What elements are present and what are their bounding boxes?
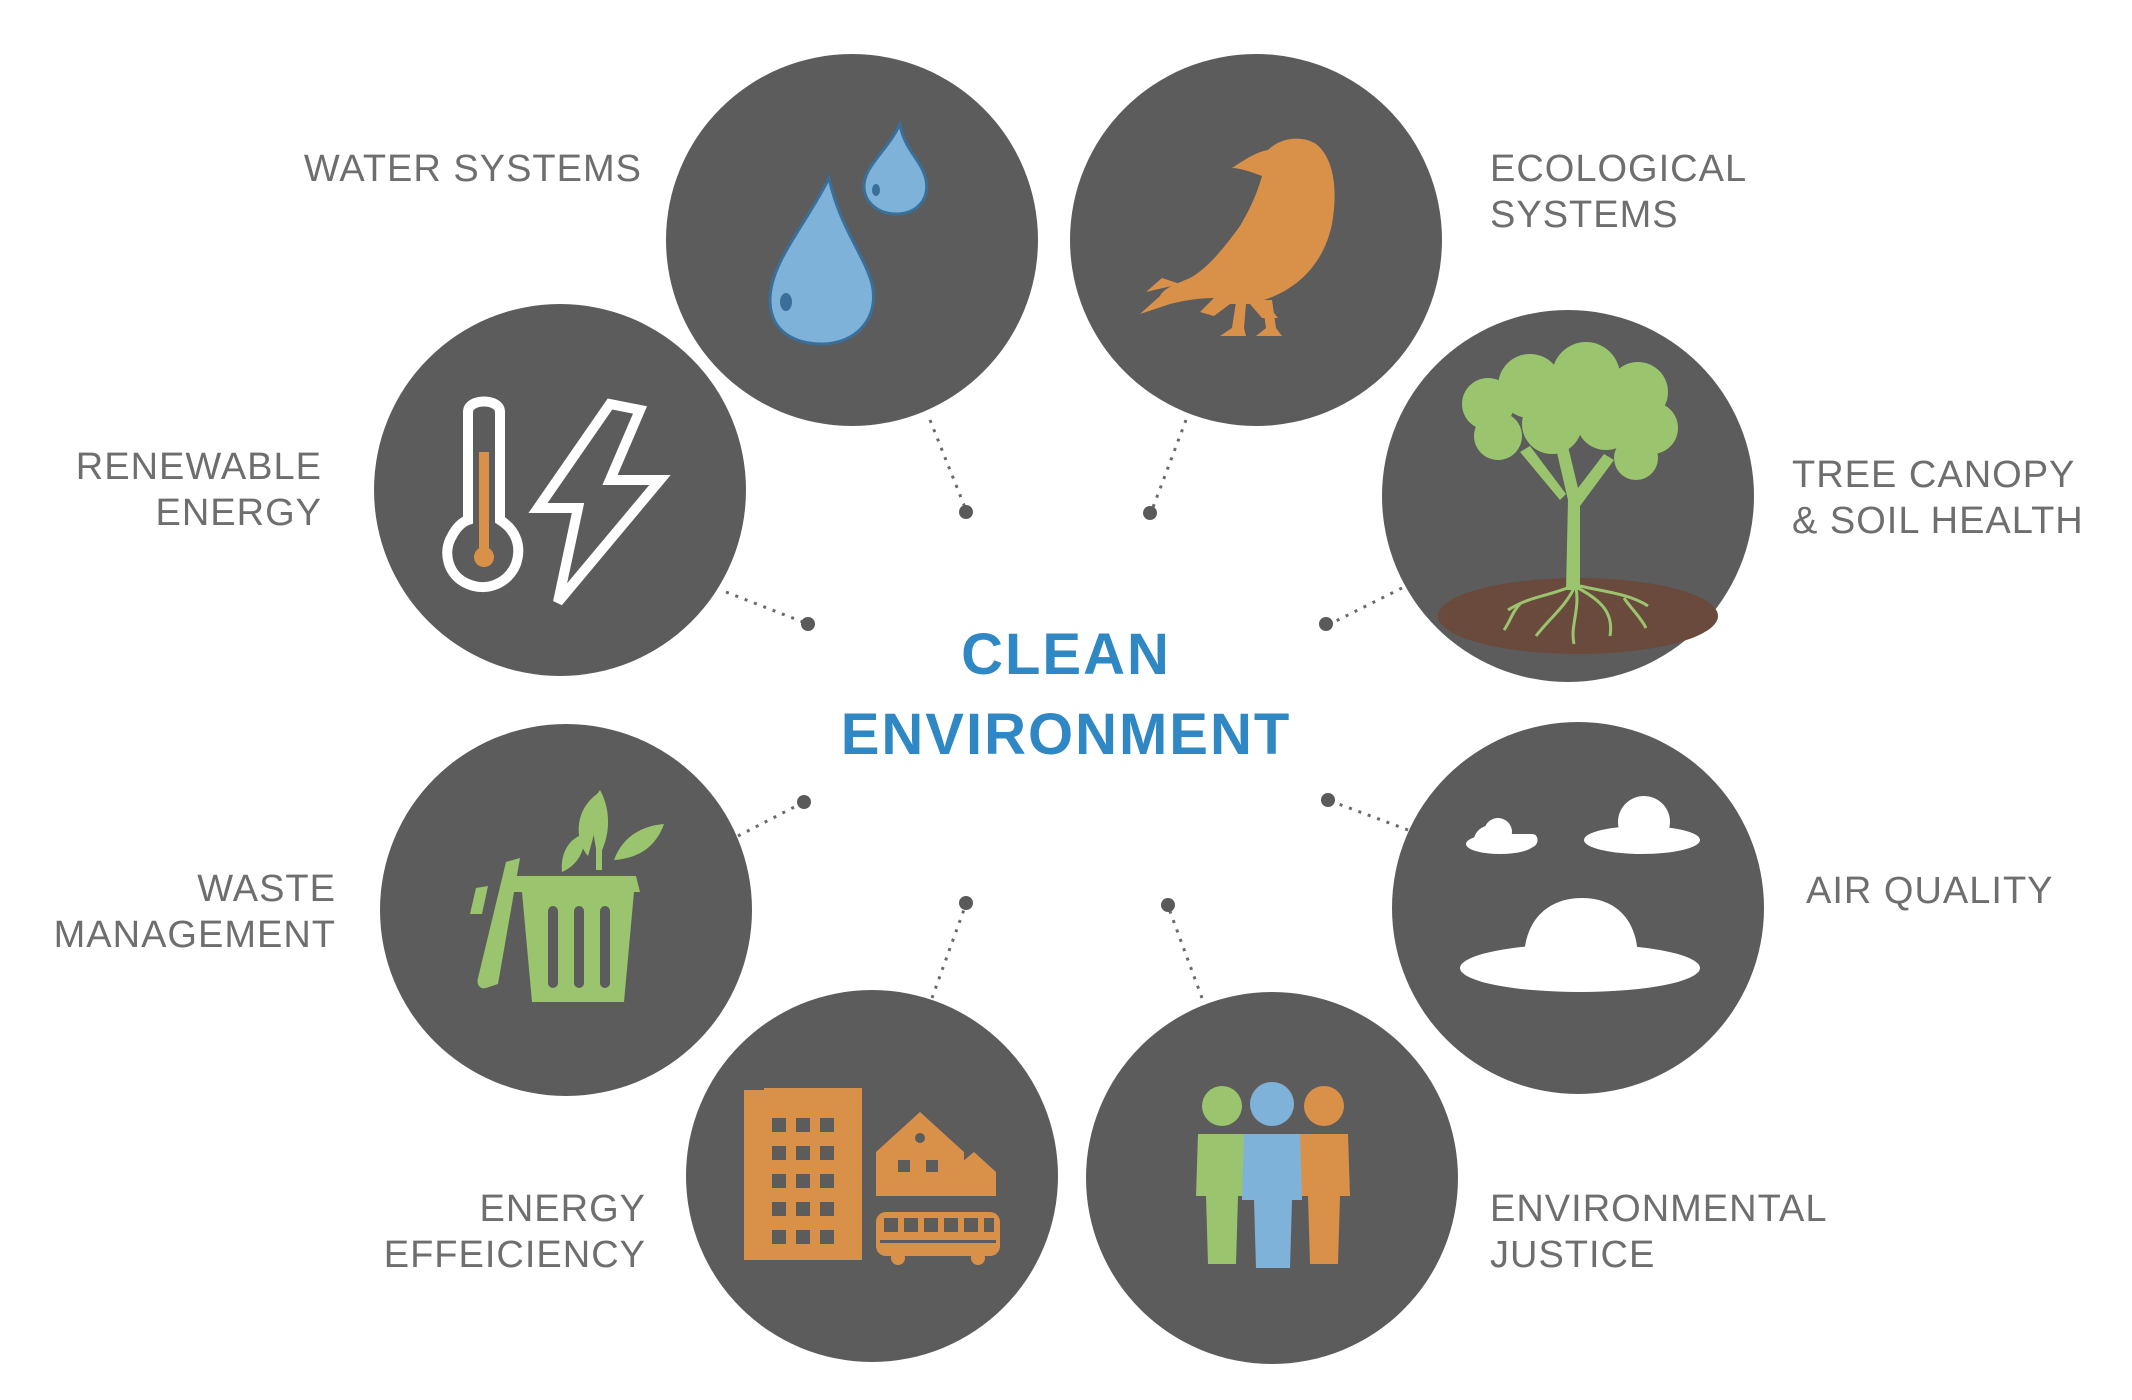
dot-air	[1321, 793, 1335, 807]
connector-waste	[737, 800, 805, 838]
label-water-systems: WATER SYSTEMS	[303, 148, 642, 190]
thermometer-lightning-icon	[442, 396, 671, 606]
connector-water	[928, 419, 968, 511]
connector-tree	[1325, 586, 1403, 628]
dot-ecological	[1143, 506, 1157, 520]
tree-roots-icon	[1438, 342, 1718, 654]
people-icon	[1196, 1082, 1350, 1268]
label-tree-canopy: TREE CANOPY & SOIL HEALTH	[1792, 454, 2084, 542]
circle-efficiency	[686, 990, 1058, 1362]
center-title-line1: CLEAN	[961, 622, 1171, 687]
connector-air	[1327, 798, 1409, 832]
connector-lines	[725, 419, 1409, 999]
dot-waste	[797, 795, 811, 809]
label-renewable-energy: RENEWABLE ENERGY	[75, 446, 322, 534]
label-energy-efficiency: ENERGY EFFEICIENCY	[383, 1188, 646, 1276]
label-environmental-justice: ENVIRONMENTAL JUSTICE	[1490, 1188, 1828, 1276]
connector-efficiency	[930, 903, 968, 999]
connector-dots	[797, 505, 1335, 912]
circle-renewable	[374, 304, 746, 676]
water-drops-icon	[768, 118, 929, 346]
dot-water	[959, 505, 973, 519]
label-waste-management: WASTE MANAGEMENT	[53, 868, 336, 956]
dot-renewable	[801, 617, 815, 631]
clouds-icon	[1460, 796, 1700, 992]
buildings-bus-icon	[744, 1088, 1000, 1265]
label-ecological-systems: ECOLOGICAL SYSTEMS	[1490, 148, 1748, 236]
connector-ecological	[1150, 419, 1188, 511]
dot-justice	[1161, 898, 1175, 912]
center-title: CLEAN ENVIRONMENT	[766, 615, 1366, 775]
dot-tree	[1319, 617, 1333, 631]
center-title-line2: ENVIRONMENT	[840, 702, 1292, 767]
dot-efficiency	[959, 896, 973, 910]
bird-icon	[1140, 138, 1335, 336]
compost-bin-icon	[470, 790, 664, 1002]
connector-justice	[1166, 905, 1204, 999]
label-air-quality: AIR QUALITY	[1806, 870, 2054, 912]
